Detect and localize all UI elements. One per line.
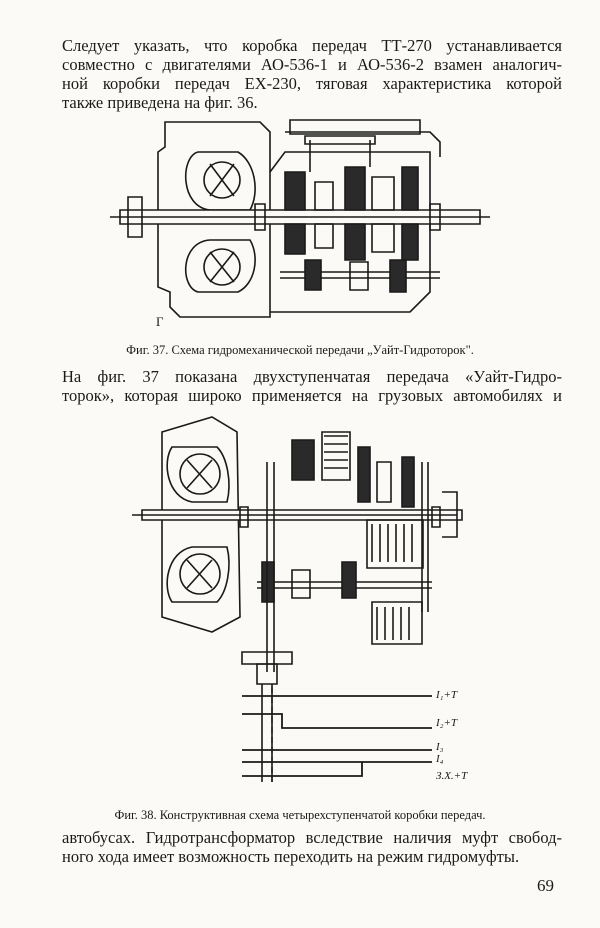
figure-37-caption: Фиг. 37. Схема гидромеханической передач…: [126, 343, 474, 357]
paragraph-3: автобусах. Гидротрансформатор вследствие…: [62, 828, 562, 866]
figure-38-caption: Фиг. 38. Конструктивная схема четырехсту…: [114, 808, 486, 822]
text-line: совместно с двигателями АО-536-1 и АО-53…: [62, 55, 562, 74]
figure-38-diagram: I₁+T I₂+T I₃ I₄ З.Х.+T: [132, 412, 472, 792]
page-number: 69: [537, 876, 554, 895]
schematic-label-5: З.Х.+T: [436, 770, 468, 782]
text-line: ного хода имеет возможность переходить н…: [62, 847, 520, 866]
schematic-label-3: I₃: [435, 741, 444, 753]
text-line: ной коробки передач ЕХ-230, тяговая хара…: [62, 74, 562, 93]
text-line: также приведена на фиг. 36.: [62, 93, 258, 112]
text-line: Следует указать, что коробка передач ТТ-…: [62, 36, 562, 55]
figure-37-corner-label: Г: [156, 314, 164, 329]
figure-37-diagram: Г: [110, 112, 490, 336]
schematic-label-1: I₁+T: [435, 689, 458, 701]
paragraph-1: Следует указать, что коробка передач ТТ-…: [62, 36, 562, 112]
text-line: автобусах. Гидротрансформатор вследствие…: [62, 828, 562, 847]
schematic-label-2: I₂+T: [435, 717, 458, 729]
schematic-label-4: I₄: [435, 753, 444, 765]
text-line: торок», которая широко применяется на гр…: [62, 386, 562, 405]
text-line: На фиг. 37 показана двухступенчатая пере…: [62, 367, 562, 386]
paragraph-2: На фиг. 37 показана двухступенчатая пере…: [62, 367, 562, 405]
